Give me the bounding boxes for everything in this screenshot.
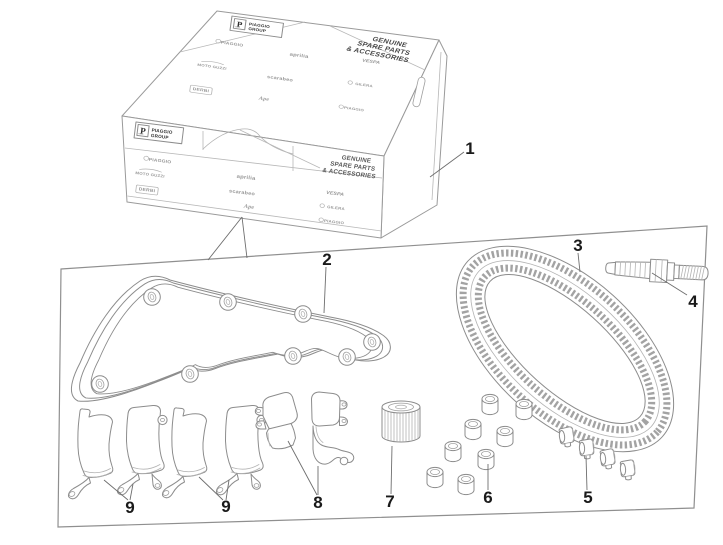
roller <box>481 393 499 416</box>
callout-1[interactable]: 1 <box>465 139 474 158</box>
callout-5[interactable]: 5 <box>583 488 592 507</box>
brand-moto-guzzi: MOTO GUZZI <box>197 62 227 70</box>
plate-p-initial: P <box>236 20 243 29</box>
callout-2[interactable]: 2 <box>322 250 331 269</box>
brand-derbi: DERBI <box>139 187 156 194</box>
brand-aprilia: aprilia <box>289 52 310 60</box>
callout-labels: 1 2 3 4 5 6 7 8 9 9 <box>125 139 698 517</box>
brand-vespa: VESPA <box>326 190 345 198</box>
filter-screw-boss <box>294 305 312 323</box>
leader-2 <box>323 266 327 314</box>
rear-pad-bracket <box>312 425 355 465</box>
box-callout-wedge <box>207 216 248 261</box>
callout-3[interactable]: 3 <box>573 236 582 255</box>
box-lid-notch <box>202 128 294 155</box>
leader-9a <box>103 479 134 501</box>
box-lid-fold-line <box>239 129 321 169</box>
brand-ape: Ape <box>257 96 270 103</box>
plug-terminal <box>605 261 617 275</box>
brand-piaggio-badge: PIAGGIO <box>344 105 365 112</box>
plate-name-line1: PIAGGIO <box>151 127 173 135</box>
box-lid-segments <box>202 131 294 171</box>
brand-piaggio: PIAGGIO <box>221 40 244 48</box>
callout-4[interactable]: 4 <box>688 292 698 311</box>
piaggio-group-plate-top: P PIAGGIO GROUP <box>229 15 284 38</box>
filter-screw-boss <box>219 293 237 311</box>
roller <box>477 448 495 471</box>
plate-name-line2: GROUP <box>248 26 266 33</box>
callout-9b[interactable]: 9 <box>221 497 230 516</box>
rear-pad-right <box>311 391 341 427</box>
plate-name-line2: GROUP <box>151 133 169 140</box>
leader-3 <box>577 252 581 273</box>
filter-screw-boss <box>181 365 199 383</box>
callout-leaders <box>103 151 688 501</box>
leader-5 <box>585 455 588 491</box>
brand-logos-top: PIAGGIO aprilia MOTO GUZZI scarabeo VESP… <box>189 38 381 112</box>
genuine-line: GENUINE <box>341 154 372 164</box>
box-hand-slot <box>412 76 426 108</box>
roller <box>515 398 533 421</box>
brand-scarabeo: scarabeo <box>267 75 294 84</box>
brand-gilera: GILERA <box>327 204 345 211</box>
brand-ape: Ape <box>242 204 254 211</box>
roller <box>457 473 475 496</box>
leader-9b <box>198 476 230 501</box>
spark-plug <box>605 258 709 284</box>
brand-vespa: VESPA <box>362 58 381 66</box>
filter-screw-boss <box>284 347 302 365</box>
filter-screw-boss <box>91 375 109 393</box>
brand-logos-front: PIAGGIO aprilia MOTO GUZZI scarabeo VESP… <box>135 155 345 225</box>
filter-screw-boss <box>143 288 161 306</box>
roller <box>426 466 444 489</box>
piaggio-group-plate-front: P PIAGGIO GROUP <box>133 121 185 145</box>
box-right-crease <box>431 51 442 201</box>
roller <box>444 440 462 463</box>
plate-p-initial: P <box>140 126 147 137</box>
plug-hex-nut <box>649 258 669 284</box>
brand-gilera: GILERA <box>355 81 373 88</box>
leader-8 <box>287 440 319 496</box>
roller <box>496 425 514 448</box>
air-filter <box>71 275 391 402</box>
leader-1 <box>429 151 465 178</box>
brand-piaggio-badge: PIAGGIO <box>324 218 345 225</box>
box-top-band-line <box>179 21 306 53</box>
brand-scarabeo: scarabeo <box>229 189 256 198</box>
brand-moto-guzzi: MOTO GUZZI <box>135 170 165 178</box>
leader-7 <box>390 445 393 495</box>
brand-derbi: DERBI <box>193 87 210 94</box>
oil-filter <box>381 400 421 443</box>
callout-9a[interactable]: 9 <box>125 498 134 517</box>
plate-name-line1: PIAGGIO <box>249 22 271 30</box>
callout-7[interactable]: 7 <box>385 492 394 511</box>
brand-aprilia: aprilia <box>236 174 256 182</box>
box-right-face <box>380 39 448 239</box>
roller <box>464 418 482 441</box>
filter-screw-boss <box>338 348 356 366</box>
callout-6[interactable]: 6 <box>483 488 492 507</box>
box-front-skirt-line <box>127 195 382 232</box>
box-lid-bottom-line <box>124 147 383 179</box>
box-top-corner-line <box>329 25 426 71</box>
spare-parts-box: P PIAGGIO GROUP GENUINE SPARE PARTS & AC… <box>121 10 448 239</box>
brand-piaggio: PIAGGIO <box>148 157 171 164</box>
box-front-face <box>121 115 385 239</box>
callout-8[interactable]: 8 <box>313 493 322 512</box>
filter-screw-boss <box>363 333 381 351</box>
leader-4 <box>651 272 688 296</box>
rear-brake-pads <box>254 391 355 466</box>
